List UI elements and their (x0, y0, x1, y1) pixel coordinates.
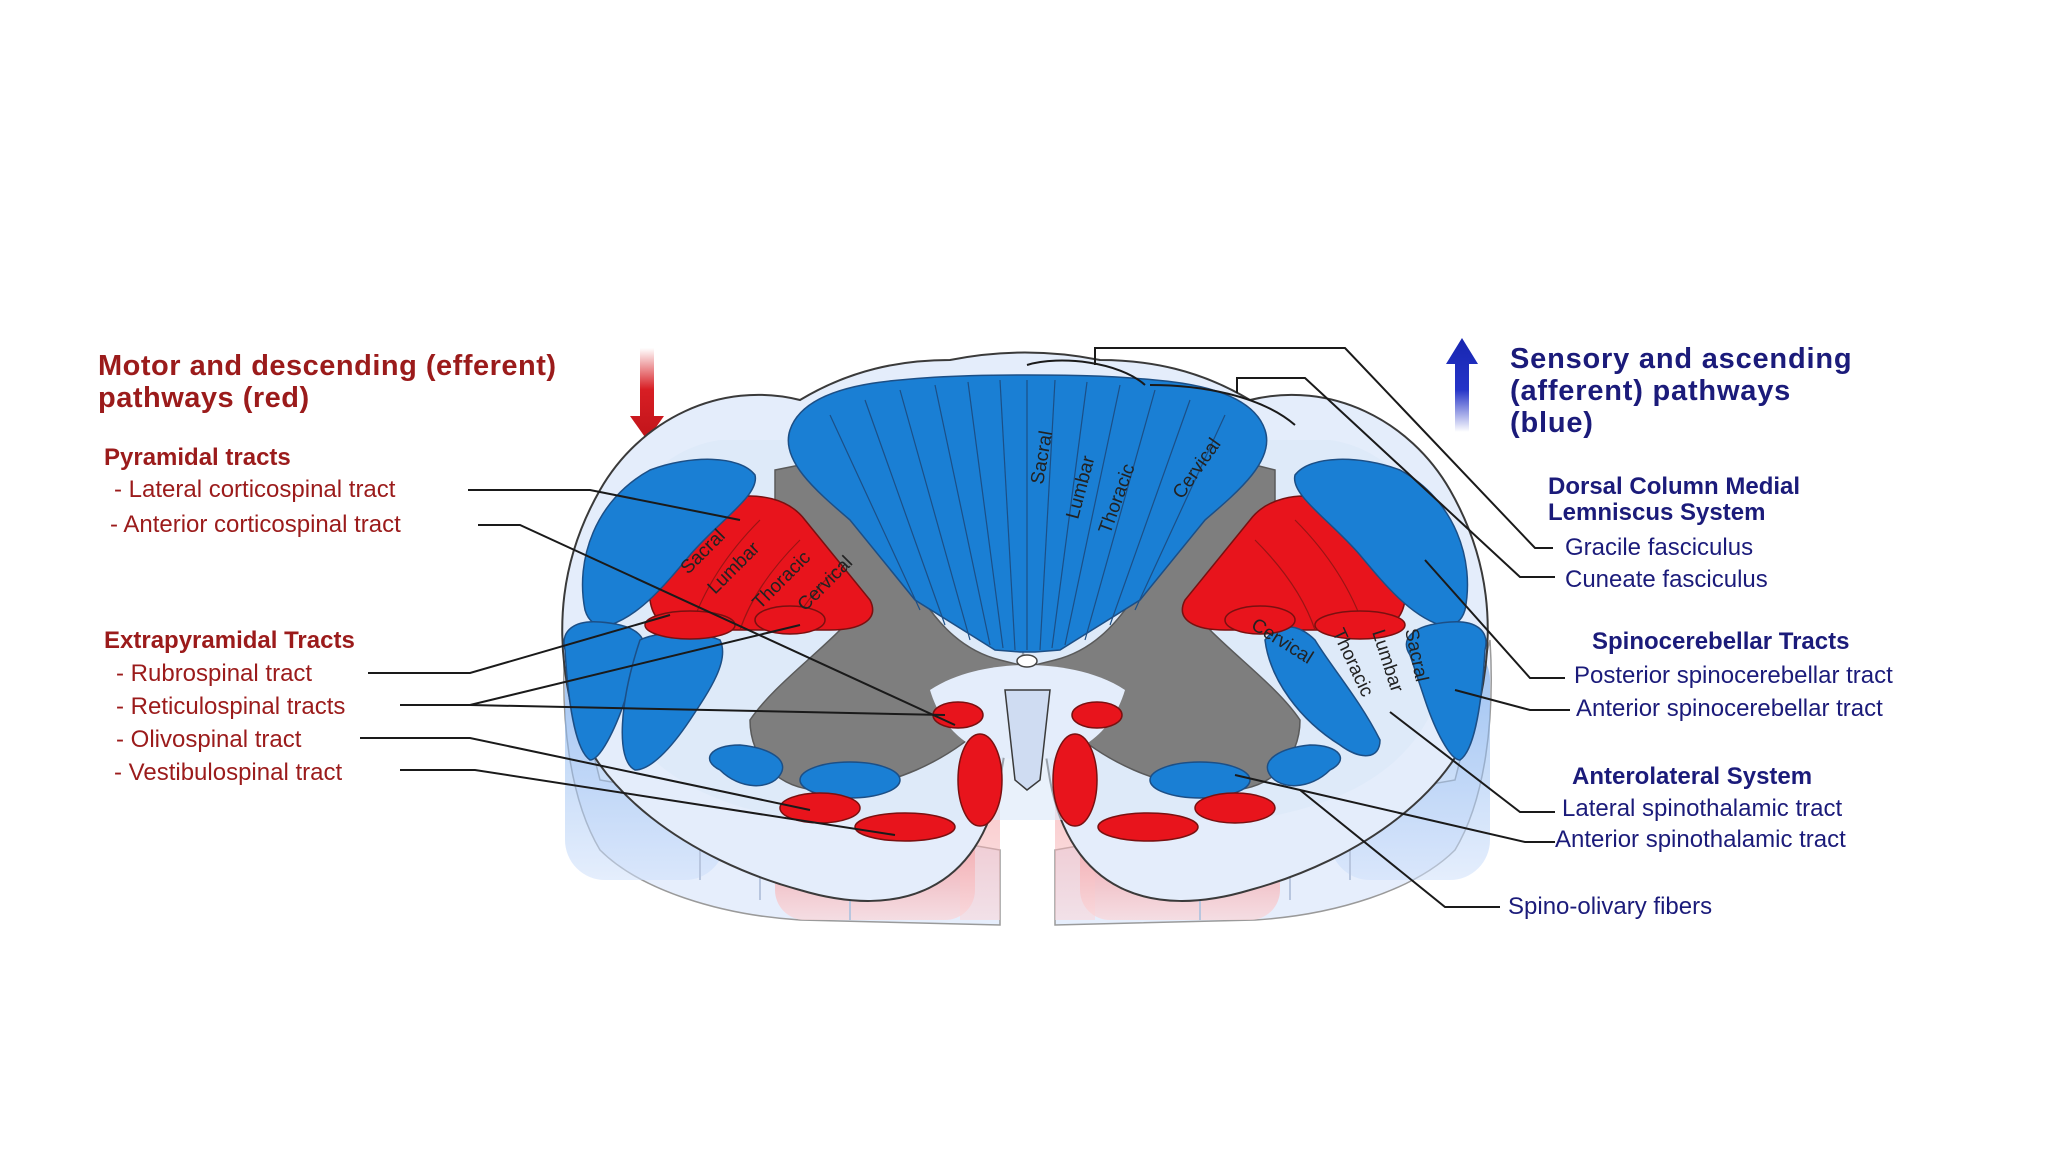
rubrospinal-tract-left (644, 610, 736, 640)
central-canal (1016, 654, 1038, 668)
reticulospinal-label: - Reticulospinal tracts (116, 693, 346, 720)
anterior-spinothalamic-label: Anterior spinothalamic tract (1555, 826, 1846, 853)
posterior-spinocerebellar-label: Posterior spinocerebellar tract (1574, 662, 1893, 689)
descending-arrow-icon (630, 348, 664, 440)
anterolateral-heading: Anterolateral System (1572, 763, 1813, 790)
sensory-title-line1: Sensory and ascending (1510, 343, 1853, 375)
anterior-spinocerebellar-label: Anterior spinocerebellar tract (1576, 695, 1883, 722)
ascending-arrow-icon-shape (1446, 338, 1478, 432)
olivospinal-label: - Olivospinal tract (116, 726, 302, 753)
sensory-title-line2: (afferent) pathways (1510, 375, 1792, 407)
lateral-spinothalamic-label: Lateral spinothalamic tract (1562, 795, 1843, 822)
lateral-corticospinal-label: - Lateral corticospinal tract (114, 476, 396, 503)
motor-title-line2: pathways (red) (98, 382, 310, 414)
spino-olivary-label: Spino-olivary fibers (1508, 893, 1713, 920)
motor-title-line1: Motor and descending (efferent) (98, 350, 557, 382)
anterior-corticospinal-label: - Anterior corticospinal tract (110, 511, 401, 538)
anterior-corticospinal-tract-left (957, 733, 1003, 827)
cuneate-label: Cuneate fasciculus (1565, 566, 1768, 593)
pyramidal-heading: Pyramidal tracts (104, 444, 291, 471)
sensory-title-line3: (blue) (1510, 407, 1594, 439)
spinocerebellar-heading: Spinocerebellar Tracts (1592, 628, 1850, 655)
gracile-label: Gracile fasciculus (1565, 534, 1754, 561)
rubrospinal-label: - Rubrospinal tract (116, 660, 313, 687)
dorsal-heading-line1: Dorsal Column Medial (1548, 473, 1801, 500)
vestibulospinal-label: - Vestibulospinal tract (114, 759, 343, 786)
extrapyramidal-heading: Extrapyramidal Tracts (104, 627, 355, 654)
leader-lines (360, 347, 1570, 908)
dorsal-heading-line2: Lemniscus System (1548, 499, 1766, 526)
vestibulospinal-tract-left (854, 812, 956, 842)
